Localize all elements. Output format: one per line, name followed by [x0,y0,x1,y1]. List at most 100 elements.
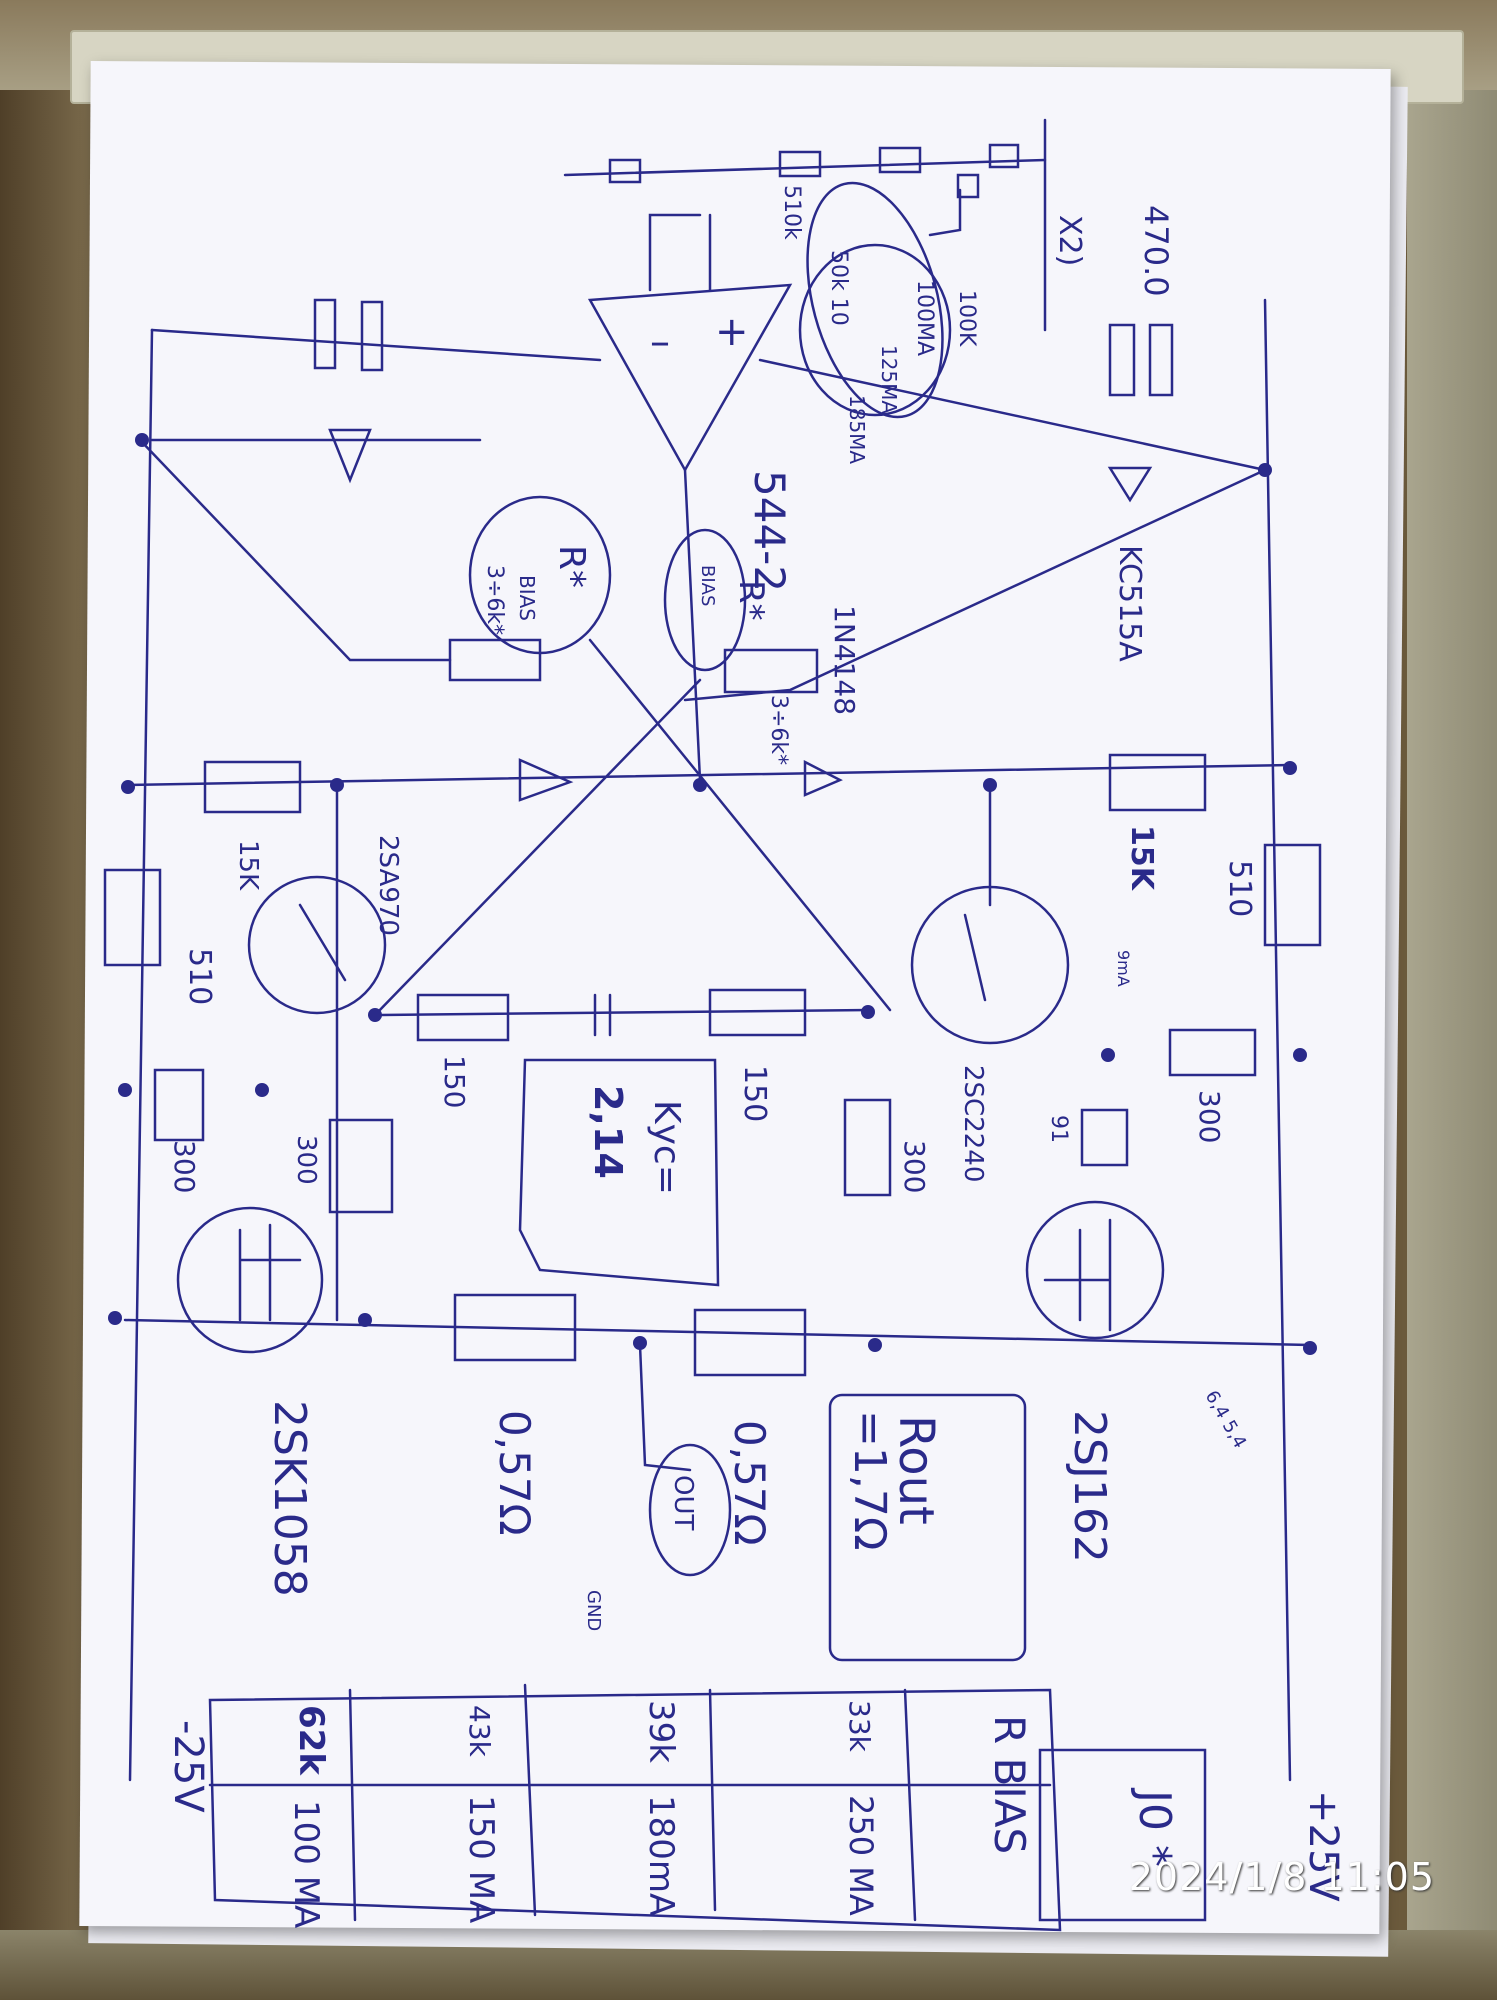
top-wire [563,158,1047,177]
q-npn-body [910,885,1070,1045]
q-mos-p-symbol [1043,1218,1112,1332]
diode-label: 1N4148 [828,605,861,715]
background-right [1407,90,1497,2000]
rbias-left-range: 3÷6k* [482,565,507,635]
top-resistor-2 [778,150,822,178]
cap-left [313,298,337,370]
rout-box [828,1393,1027,1662]
bias-r-33k: 33k [843,1700,876,1753]
top-resistor-5 [956,173,980,199]
cross-wire-2 [373,678,702,1017]
rbias-mid-label: R* [731,580,771,621]
gain-cap-value: 470.0 [1137,205,1175,297]
r-15k-right-label: 15K [1124,825,1159,892]
bias-table-header: R BIAS [985,1715,1034,1854]
rbias-left-resistor [448,638,542,682]
bias-i-250: 250 MA [842,1795,880,1916]
bias-right-wire [683,468,1267,702]
driver-rail-wire [123,763,1292,787]
zener-right [1107,466,1153,503]
output-row-wire [123,1318,1312,1347]
r-15k-left-label: 15K [233,840,263,891]
photo-timestamp: 2024/1/8 11:05 [1128,1855,1435,1899]
rout-value: =1,7Ω [844,1410,895,1550]
bias-note-1: 100K [954,290,979,347]
pos-rail-wire [1263,298,1292,1782]
r-15k-left [203,760,302,814]
feedback-r-label: 510k [779,185,804,240]
diode-left [518,758,574,802]
q-pnp-body [247,875,387,1015]
top-resistor-3 [878,146,922,174]
bias-r-39k: 39k [641,1700,681,1763]
rbias-mid-resistor [723,648,819,694]
bias-i-180: 180mA [641,1795,681,1916]
opamp-in-wire [648,213,702,292]
opamp-minus: – [650,319,670,365]
r-510-right [1263,843,1322,947]
r-emitter-b [693,1308,807,1377]
r-300-mid [843,1098,892,1197]
neg-rail-wire [128,328,154,1782]
r-510-right-label: 510 [1222,860,1257,917]
opamp-label: 544-2 [745,470,794,592]
bias-side-box [1038,1748,1207,1922]
rbias-left-circle [468,495,612,655]
bias-note-3: 50k 10 [826,250,851,326]
r-150-b-label: 150 [737,1065,772,1122]
gain-row-wire [373,1008,872,1017]
r-300-left [153,1068,205,1142]
r-300-right [1168,1028,1257,1077]
neg-rail-label: -25V [165,1720,211,1813]
cap-left-2 [360,300,384,372]
feedback-wire [928,188,962,237]
r-emitter-a [453,1293,577,1362]
r-300-left-label: 300 [168,1140,201,1193]
bias-note-5: 185MA [845,395,869,464]
gain-box [518,1058,720,1287]
opamp-plus: + [715,309,749,355]
r-300-mid-left [328,1118,394,1214]
junction-dots [108,433,1317,1355]
opamp-out-wire [683,468,702,782]
rbias-mid-range: 3÷6k* [766,695,791,765]
pos-to-opamp-wire [758,358,1267,472]
r-510-left [103,868,162,967]
bias-left-wire [138,438,452,662]
cap-right [1108,323,1136,397]
r-91-label: 91 [1046,1115,1071,1143]
out-wire [638,1343,692,1472]
pos-rail-label: +25V [1300,1790,1346,1902]
q-mos-n-label: 2SK1058 [264,1400,315,1597]
cap-right-2 [1148,323,1174,397]
bias-r-62k: 62k [291,1705,331,1776]
gain-cap-label: X2) [1052,215,1087,266]
gain-value: 2,14 [586,1085,630,1179]
cross-wire-1 [588,638,892,1012]
q-npn-base [963,913,987,1002]
rbias-mid-sub: BIAS [697,565,718,606]
zener-label: KC515A [1112,545,1147,662]
r-150-a-label: 150 [438,1055,471,1108]
neg-to-opamp-wire [150,328,602,362]
r-510-left-label: 510 [182,948,217,1005]
bias-side-note: J0 * [1129,1787,1180,1867]
bias-note-2: 100MA [912,280,937,356]
note-circle [806,181,944,419]
rbias-left-sub: BIAS [515,575,539,621]
diode-right [803,759,843,797]
gain-label: Kус= [646,1100,687,1195]
rbias-mid-circle [663,528,747,672]
out-label: OUT [668,1475,698,1530]
r-300-right-label: 300 [1193,1090,1226,1143]
r-300-mid-label: 300 [898,1140,931,1193]
bias-note-4: 125MA [877,345,901,414]
opamp-triangle [587,283,793,473]
bias-table-frame [208,1688,1062,1932]
r-150-a [416,993,510,1042]
r-15k-right [1108,753,1207,812]
r-91 [1080,1108,1129,1167]
bias-table-cols [348,1683,917,1922]
q-pnp-label: 2SA970 [373,835,403,936]
out-circle [648,1443,732,1577]
